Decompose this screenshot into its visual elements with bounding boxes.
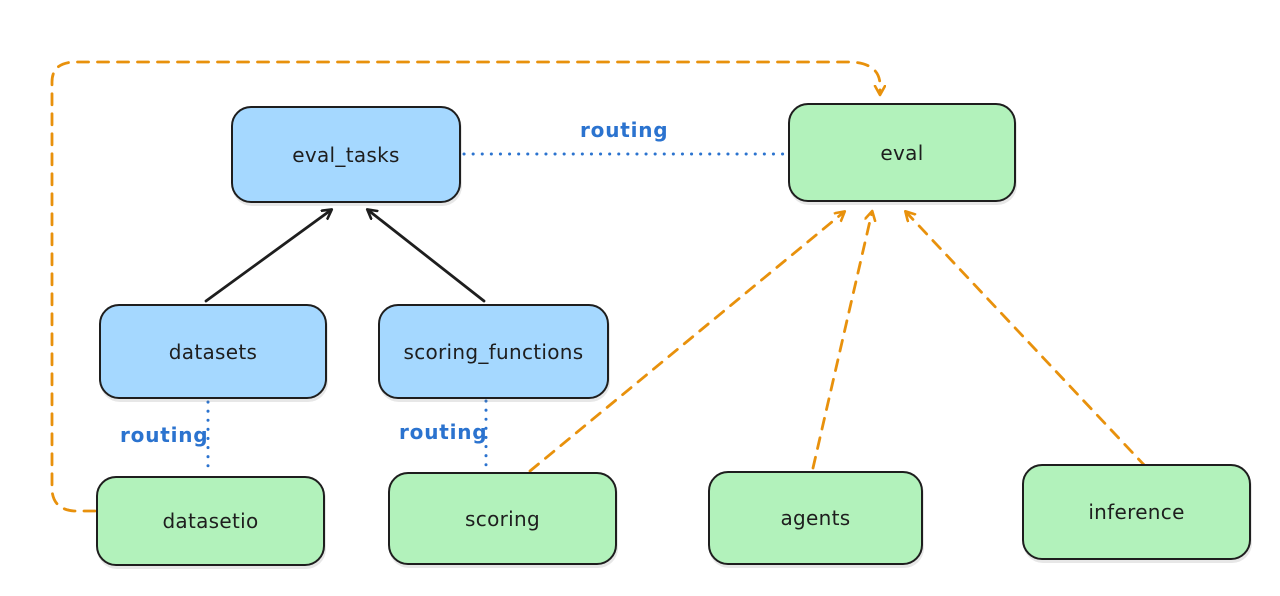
routing-label-top: routing [580,118,669,142]
node-agents: agents [708,471,923,565]
node-inference-label: inference [1088,500,1185,524]
node-scoring-functions: scoring_functions [378,304,609,399]
node-scoring-functions-label: scoring_functions [403,339,584,364]
node-eval: eval [788,103,1016,202]
node-scoring-label: scoring [465,506,540,531]
node-datasets-label: datasets [168,339,258,364]
node-datasetio-label: datasetio [162,509,259,533]
arrow-scoring-functions-to-eval-tasks [368,210,486,303]
node-datasetio: datasetio [96,476,325,566]
node-datasets: datasets [99,304,327,399]
node-scoring: scoring [388,472,617,565]
arrow-agents-to-eval [811,212,872,470]
node-agents-label: agents [780,506,851,530]
node-eval-tasks-label: eval_tasks [292,142,400,167]
routing-label-middle: routing [399,420,488,444]
arrow-inference-to-eval [906,212,1148,469]
node-eval-tasks: eval_tasks [231,106,461,203]
arrow-datasets-to-eval-tasks [204,210,331,303]
routing-label-left: routing [120,423,209,447]
arrow-datasetio-to-eval-loop [50,60,880,513]
arrow-scoring-to-eval [528,212,844,473]
node-inference: inference [1022,464,1251,560]
node-eval-label: eval [880,140,924,165]
